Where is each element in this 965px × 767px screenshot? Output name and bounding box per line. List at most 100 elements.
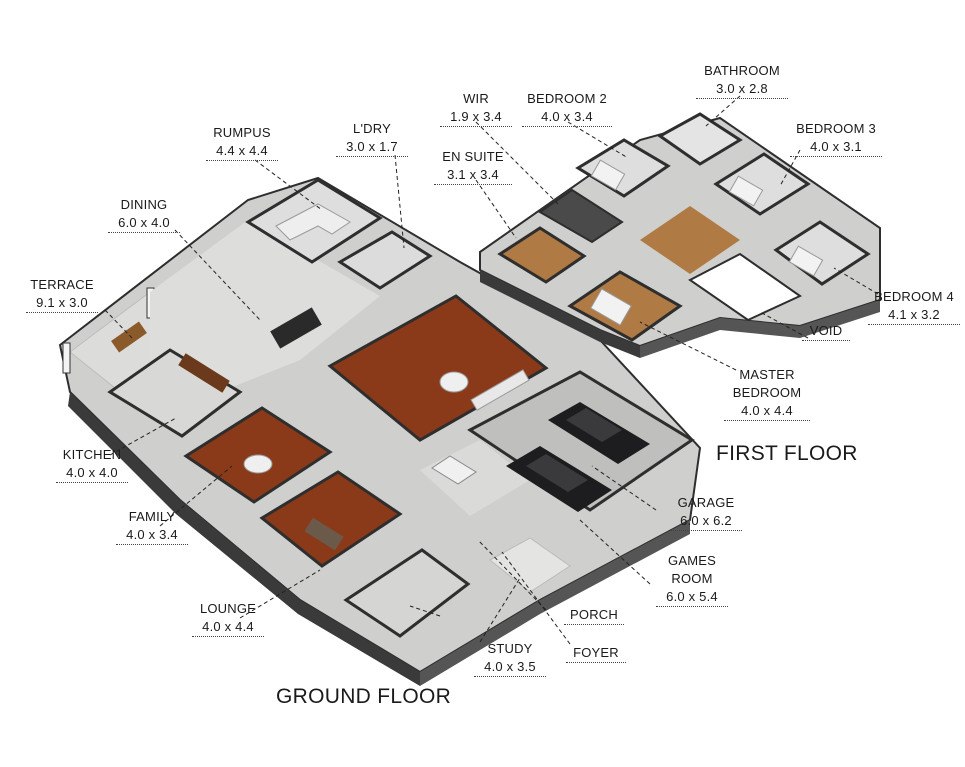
study-room xyxy=(343,548,471,638)
games-room-name-1: GAMES xyxy=(668,553,716,568)
car-2 xyxy=(506,446,612,512)
rumpus-dimensions: 4.4 x 4.4 xyxy=(206,142,278,161)
leader-lines xyxy=(104,95,879,645)
kitchen-dimensions: 4.0 x 4.0 xyxy=(56,464,128,483)
master-bedroom-name-2: BEDROOM xyxy=(732,385,802,400)
bedroom-2-dimensions: 4.0 x 3.4 xyxy=(522,108,612,127)
rumpus-name: RUMPUS xyxy=(213,125,271,140)
terrace-pillar-1 xyxy=(62,342,71,374)
terrace-name: TERRACE xyxy=(30,277,94,292)
living-ottoman xyxy=(439,371,469,393)
dining-table xyxy=(270,307,322,349)
label-bedroom-3: BEDROOM 3 4.0 x 3.1 xyxy=(790,120,882,157)
dining-area xyxy=(150,220,380,400)
family-dimensions: 4.0 x 3.4 xyxy=(116,526,188,545)
en-suite-name: EN SUITE xyxy=(442,149,504,164)
label-study: STUDY 4.0 x 3.5 xyxy=(474,640,546,677)
en-suite-room xyxy=(497,226,587,284)
bathroom-room xyxy=(657,112,743,166)
label-void: VOID xyxy=(802,322,850,341)
bedroom-4-name: BEDROOM 4 xyxy=(874,289,954,304)
family-table xyxy=(243,454,273,474)
master-bedroom-name-1: MASTER xyxy=(739,367,795,382)
kitchen-island xyxy=(178,353,230,393)
garage-name: GARAGE xyxy=(677,495,735,510)
car-1 xyxy=(548,402,650,464)
terrace-dimensions: 9.1 x 3.0 xyxy=(26,294,98,313)
wir-name: WIR xyxy=(463,91,489,106)
games-room-dimensions: 6.0 x 5.4 xyxy=(656,588,728,607)
first-floor-title: FIRST FLOOR xyxy=(716,442,858,465)
void-area xyxy=(688,252,802,322)
garage-dimensions: 6.0 x 6.2 xyxy=(670,512,742,531)
label-rumpus: RUMPUS 4.4 x 4.4 xyxy=(206,124,278,161)
lounge-room xyxy=(259,470,403,568)
label-master-bedroom: MASTER BEDROOM 4.0 x 4.4 xyxy=(724,366,810,421)
bathroom-dimensions: 3.0 x 2.8 xyxy=(696,80,788,99)
first-front-wall xyxy=(480,270,640,358)
living-room xyxy=(327,294,549,442)
label-laundry: L'DRY 3.0 x 1.7 xyxy=(336,120,408,157)
label-en-suite: EN SUITE 3.1 x 3.4 xyxy=(434,148,512,185)
bedroom-4-room xyxy=(773,220,871,286)
bedroom-2-name: BEDROOM 2 xyxy=(527,91,607,106)
ground-side-wall xyxy=(420,520,690,686)
label-bedroom-4: BEDROOM 4 4.1 x 3.2 xyxy=(868,288,960,325)
porch-area xyxy=(489,537,571,593)
laundry-room xyxy=(337,230,433,290)
label-foyer: FOYER xyxy=(566,644,626,663)
first-side-wall xyxy=(640,300,880,358)
first-hall xyxy=(640,206,740,274)
study-dimensions: 4.0 x 3.5 xyxy=(474,658,546,677)
laundry-dimensions: 3.0 x 1.7 xyxy=(336,138,408,157)
ground-front-wall xyxy=(68,392,420,686)
bedroom-2-room xyxy=(575,138,671,198)
en-suite-dimensions: 3.1 x 3.4 xyxy=(434,166,512,185)
bedroom-2-bed xyxy=(590,159,626,191)
ground-floor-plan xyxy=(58,176,702,686)
label-games-room: GAMES ROOM 6.0 x 5.4 xyxy=(656,552,728,607)
wir-room xyxy=(538,188,624,244)
kitchen-name: KITCHEN xyxy=(62,447,122,462)
dining-name: DINING xyxy=(120,197,168,212)
master-bed xyxy=(590,288,632,326)
label-terrace: TERRACE 9.1 x 3.0 xyxy=(26,276,98,313)
lounge-name: LOUNGE xyxy=(199,601,257,616)
games-room-name-2: ROOM xyxy=(671,571,713,586)
rumpus-sofa xyxy=(275,203,351,241)
bedroom-3-bed xyxy=(728,175,764,207)
label-garage: GARAGE 6.0 x 6.2 xyxy=(670,494,742,531)
foyer-name: FOYER xyxy=(566,644,626,663)
bathroom-name: BATHROOM xyxy=(704,63,780,78)
porch-name: PORCH xyxy=(564,606,624,625)
void-name: VOID xyxy=(802,322,850,341)
laundry-name: L'DRY xyxy=(353,121,391,136)
label-kitchen: KITCHEN 4.0 x 4.0 xyxy=(56,446,128,483)
terrace-table xyxy=(111,321,147,353)
ground-stairs xyxy=(431,455,477,485)
label-family: FAMILY 4.0 x 3.4 xyxy=(116,508,188,545)
bedroom-3-name: BEDROOM 3 xyxy=(796,121,876,136)
study-name: STUDY xyxy=(487,641,533,656)
bedroom-4-dimensions: 4.1 x 3.2 xyxy=(868,306,960,325)
master-bedroom-dimensions: 4.0 x 4.4 xyxy=(724,402,810,421)
bedroom-3-dimensions: 4.0 x 3.1 xyxy=(790,138,882,157)
lounge-sofa xyxy=(304,517,344,551)
ground-floor-title: GROUND FLOOR xyxy=(276,685,452,708)
living-sofa xyxy=(470,369,530,411)
label-dining: DINING 6.0 x 4.0 xyxy=(108,196,180,233)
bedroom-4-bed xyxy=(788,245,824,277)
dining-dimensions: 6.0 x 4.0 xyxy=(108,214,180,233)
label-lounge: LOUNGE 4.0 x 4.4 xyxy=(192,600,264,637)
label-wir: WIR 1.9 x 3.4 xyxy=(440,90,512,127)
label-bedroom-2: BEDROOM 2 4.0 x 3.4 xyxy=(522,90,612,127)
first-floor-plan xyxy=(479,112,881,358)
bedroom-3-room xyxy=(713,152,811,216)
label-porch: PORCH xyxy=(564,606,624,625)
wir-dimensions: 1.9 x 3.4 xyxy=(440,108,512,127)
lounge-dimensions: 4.0 x 4.4 xyxy=(192,618,264,637)
label-bathroom: BATHROOM 3.0 x 2.8 xyxy=(696,62,788,99)
family-name: FAMILY xyxy=(128,509,176,524)
kitchen-room xyxy=(107,348,243,438)
